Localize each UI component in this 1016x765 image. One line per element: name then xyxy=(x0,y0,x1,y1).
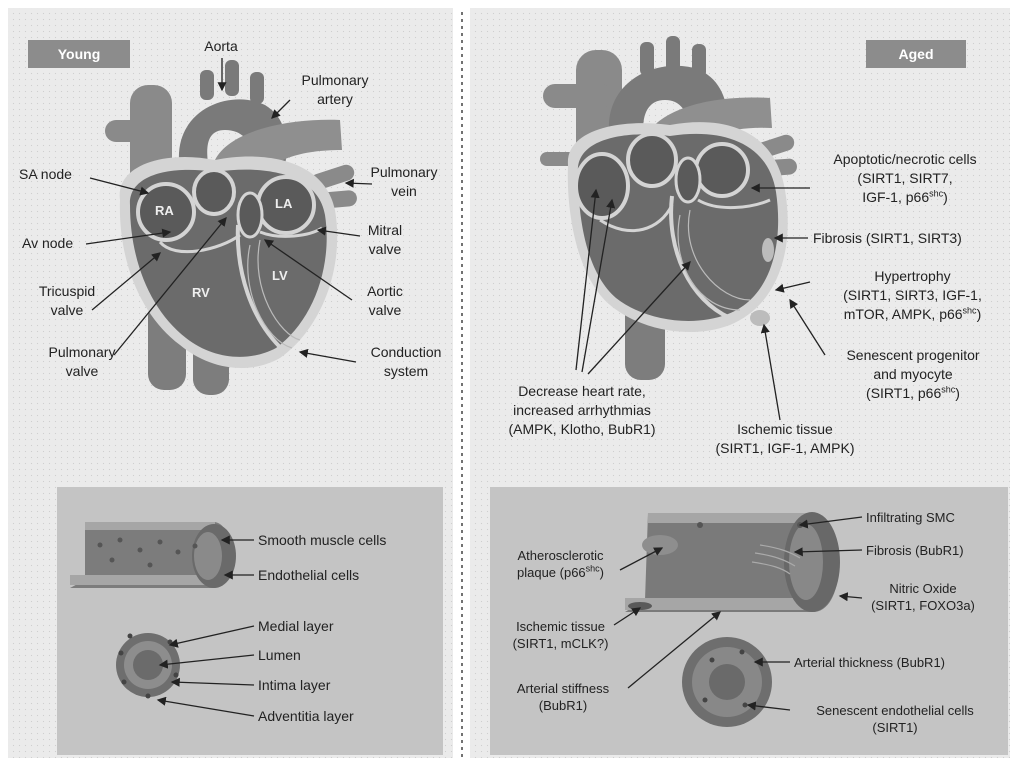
label-ischemic-vessel: Ischemic tissue (SIRT1, mCLK?) xyxy=(498,618,623,652)
label-senescent-l2: and myocyte xyxy=(818,365,1008,384)
label-aorta: Aorta xyxy=(186,37,256,56)
label-pulmonary-vein-l1: Pulmonary xyxy=(356,163,452,182)
label-athero-l2: plaque (p66shc) xyxy=(498,564,623,581)
aged-tag: Aged xyxy=(866,40,966,68)
label-pulmonary-artery-l2: artery xyxy=(285,90,385,109)
label-atherosclerotic: Atherosclerotic plaque (p66shc) xyxy=(498,547,623,581)
label-senescent-l3sup: shc xyxy=(941,384,955,394)
label-conduction-system-l1: Conduction xyxy=(356,343,456,362)
chamber-ra: RA xyxy=(155,203,174,218)
label-ischemic-heart-l2: (SIRT1, IGF-1, AMPK) xyxy=(690,439,880,458)
label-hypertrophy-l3b: ) xyxy=(977,306,982,322)
label-apoptotic-l3sup: shc xyxy=(929,188,943,198)
label-apoptotic-l3a: IGF-1, p66 xyxy=(862,189,929,205)
label-mitral-valve-l1: Mitral xyxy=(350,221,420,240)
label-pulmonary-vein-l2: vein xyxy=(356,182,452,201)
label-apoptotic-l1: Apoptotic/necrotic cells xyxy=(810,150,1000,169)
chamber-la: LA xyxy=(275,196,292,211)
label-athero-l2sup: shc xyxy=(586,564,600,574)
label-hypertrophy-l3sup: shc xyxy=(963,305,977,315)
label-senescent-endothelial: Senescent endothelial cells (SIRT1) xyxy=(790,702,1000,736)
label-heart-rate: Decrease heart rate, increased arrhythmi… xyxy=(492,382,672,439)
label-hypertrophy-l3: mTOR, AMPK, p66shc) xyxy=(815,305,1010,324)
young-tag: Young xyxy=(28,40,130,68)
label-apoptotic-l3b: ) xyxy=(943,189,948,205)
label-aortic-valve-l2: valve xyxy=(350,301,420,320)
label-conduction-system-l2: system xyxy=(356,362,456,381)
label-adventitia-layer: Adventitia layer xyxy=(258,707,354,726)
label-senescent-l3b: ) xyxy=(955,385,960,401)
label-endothelial: Endothelial cells xyxy=(258,566,359,585)
label-nitric-oxide: Nitric Oxide (SIRT1, FOXO3a) xyxy=(858,580,988,614)
label-senescent-progenitor: Senescent progenitor and myocyte (SIRT1,… xyxy=(818,346,1008,403)
label-apoptotic-cells: Apoptotic/necrotic cells (SIRT1, SIRT7, … xyxy=(810,150,1000,207)
chamber-lv: LV xyxy=(272,268,288,283)
label-aortic-valve-l1: Aortic xyxy=(350,282,420,301)
label-smooth-muscle: Smooth muscle cells xyxy=(258,531,386,550)
label-medial-layer: Medial layer xyxy=(258,617,333,636)
label-senescent-l3a: (SIRT1, p66 xyxy=(866,385,941,401)
label-pulmonary-artery: Pulmonary artery xyxy=(285,71,385,109)
label-pulmonary-valve-l1: Pulmonary xyxy=(32,343,132,362)
label-heart-rate-l2: increased arrhythmias xyxy=(492,401,672,420)
label-arterial-thickness: Arterial thickness (BubR1) xyxy=(794,654,945,671)
label-infiltrating-smc: Infiltrating SMC xyxy=(866,509,955,526)
label-pulmonary-valve: Pulmonary valve xyxy=(32,343,132,381)
label-av-node: Av node xyxy=(22,234,73,253)
label-nitric-l2: (SIRT1, FOXO3a) xyxy=(858,597,988,614)
label-arterial-stiffness: Arterial stiffness (BubR1) xyxy=(498,680,628,714)
label-tricuspid-valve-l2: valve xyxy=(22,301,112,320)
label-sa-node: SA node xyxy=(19,165,72,184)
label-fibrosis-heart: Fibrosis (SIRT1, SIRT3) xyxy=(813,229,962,248)
label-senescent-l3: (SIRT1, p66shc) xyxy=(818,384,1008,403)
label-mitral-valve: Mitral valve xyxy=(350,221,420,259)
label-ischemic-heart-l1: Ischemic tissue xyxy=(690,420,880,439)
label-heart-rate-l3: (AMPK, Klotho, BubR1) xyxy=(492,420,672,439)
label-athero-l1: Atherosclerotic xyxy=(498,547,623,564)
label-nitric-l1: Nitric Oxide xyxy=(858,580,988,597)
label-aortic-valve: Aortic valve xyxy=(350,282,420,320)
label-mitral-valve-l2: valve xyxy=(350,240,420,259)
label-hypertrophy-l3a: mTOR, AMPK, p66 xyxy=(844,306,963,322)
chamber-rv: RV xyxy=(192,285,210,300)
label-pulmonary-artery-l1: Pulmonary xyxy=(285,71,385,90)
label-senescent-endo-l2: (SIRT1) xyxy=(790,719,1000,736)
label-pulmonary-vein: Pulmonary vein xyxy=(356,163,452,201)
label-hypertrophy-l1: Hypertrophy xyxy=(815,267,1010,286)
label-conduction-system: Conduction system xyxy=(356,343,456,381)
label-hypertrophy: Hypertrophy (SIRT1, SIRT3, IGF-1, mTOR, … xyxy=(815,267,1010,324)
label-tricuspid-valve-l1: Tricuspid xyxy=(22,282,112,301)
label-pulmonary-valve-l2: valve xyxy=(32,362,132,381)
label-tricuspid-valve: Tricuspid valve xyxy=(22,282,112,320)
label-apoptotic-l3: IGF-1, p66shc) xyxy=(810,188,1000,207)
label-ischemic-vessel-l1: Ischemic tissue xyxy=(498,618,623,635)
label-lumen: Lumen xyxy=(258,646,301,665)
label-hypertrophy-l2: (SIRT1, SIRT3, IGF-1, xyxy=(815,286,1010,305)
label-senescent-endo-l1: Senescent endothelial cells xyxy=(790,702,1000,719)
label-ischemic-vessel-l2: (SIRT1, mCLK?) xyxy=(498,635,623,652)
label-athero-l2a: plaque (p66 xyxy=(517,565,586,580)
label-athero-l2b: ) xyxy=(600,565,604,580)
label-ischemic-heart: Ischemic tissue (SIRT1, IGF-1, AMPK) xyxy=(690,420,880,458)
label-senescent-l1: Senescent progenitor xyxy=(818,346,1008,365)
label-intima-layer: Intima layer xyxy=(258,676,330,695)
label-stiffness-l1: Arterial stiffness xyxy=(498,680,628,697)
label-stiffness-l2: (BubR1) xyxy=(498,697,628,714)
label-fibrosis-vessel: Fibrosis (BubR1) xyxy=(866,542,964,559)
label-apoptotic-l2: (SIRT1, SIRT7, xyxy=(810,169,1000,188)
label-heart-rate-l1: Decrease heart rate, xyxy=(492,382,672,401)
